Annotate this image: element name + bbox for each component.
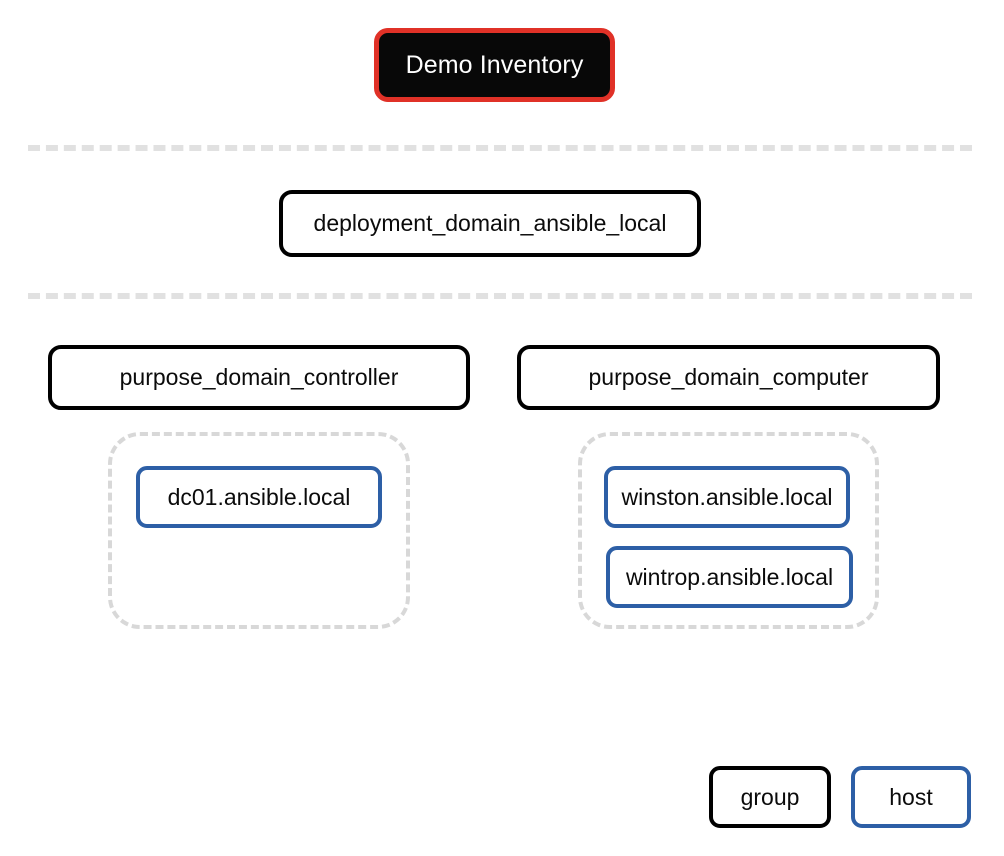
host-node-winston-ansible-local[interactable]: winston.ansible.local <box>604 466 850 528</box>
divider-rank-2 <box>28 293 972 299</box>
group-node-purpose-domain-computer[interactable]: purpose_domain_computer <box>517 345 940 410</box>
cluster-purpose-domain-controller-hosts <box>108 432 410 629</box>
group-node-label: deployment_domain_ansible_local <box>313 210 667 236</box>
host-node-wintrop-ansible-local[interactable]: wintrop.ansible.local <box>606 546 853 608</box>
host-node-label: wintrop.ansible.local <box>625 563 834 590</box>
host-node-label: winston.ansible.local <box>621 483 833 510</box>
legend-item-label: group <box>740 783 800 810</box>
group-node-label: purpose_domain_controller <box>119 364 399 390</box>
group-node-purpose-domain-controller[interactable]: purpose_domain_controller <box>48 345 470 410</box>
divider-rank-1 <box>28 145 972 151</box>
inventory-root-label: Demo Inventory <box>405 50 584 79</box>
inventory-root-node[interactable]: Demo Inventory <box>374 28 615 102</box>
legend-item-group: group <box>709 766 831 828</box>
host-node-label: dc01.ansible.local <box>167 483 351 510</box>
legend-item-host: host <box>851 766 971 828</box>
cluster-purpose-domain-computer-hosts <box>578 432 879 629</box>
group-node-label: purpose_domain_computer <box>588 364 869 390</box>
host-node-dc01-ansible-local[interactable]: dc01.ansible.local <box>136 466 382 528</box>
group-node-deployment-domain-ansible-local[interactable]: deployment_domain_ansible_local <box>279 190 701 257</box>
legend-item-label: host <box>889 783 933 810</box>
